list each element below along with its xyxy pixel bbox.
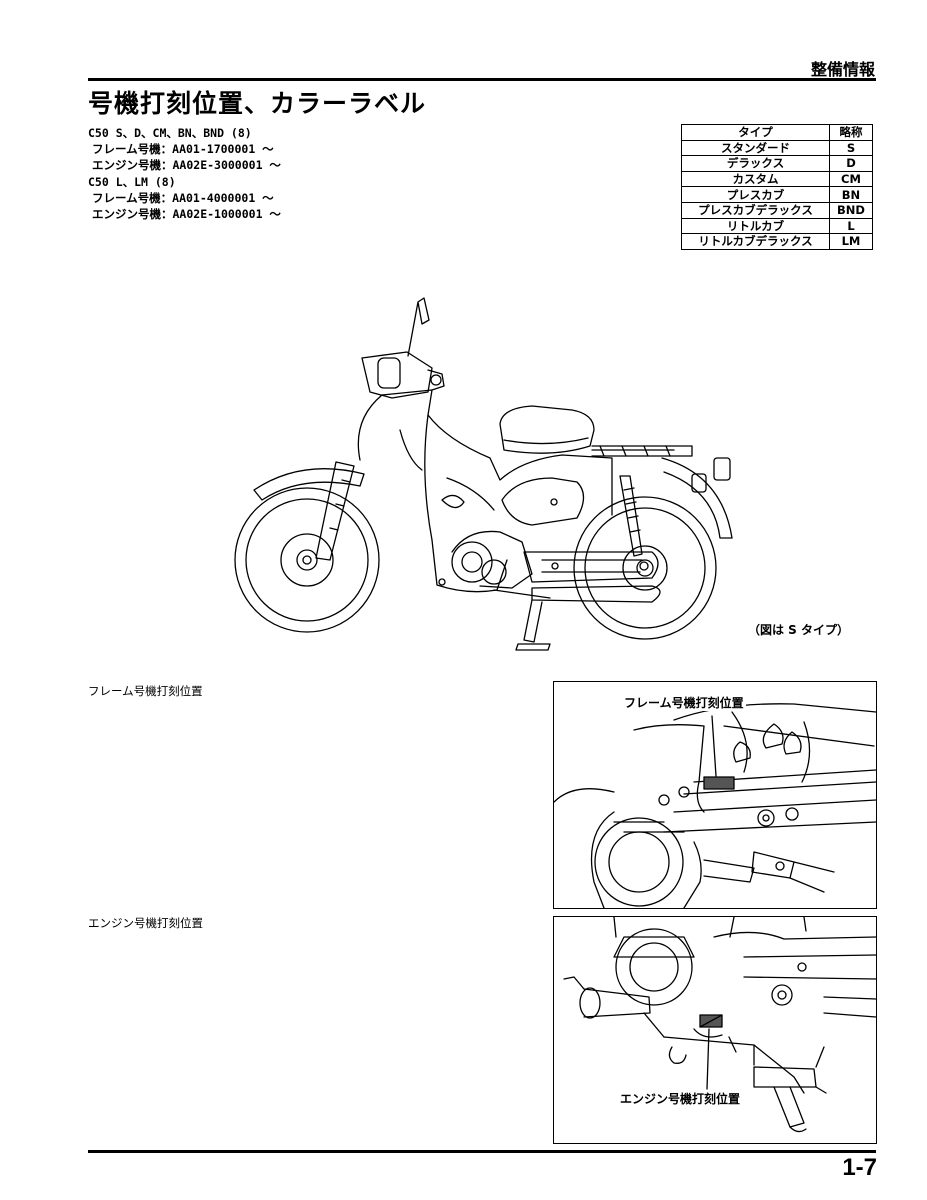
engine-number-callout: エンジン号機打刻位置 bbox=[618, 1090, 743, 1107]
type-name: デラックス bbox=[681, 155, 830, 172]
type-name: スタンダード bbox=[681, 139, 830, 157]
table-header-abbr: 略称 bbox=[829, 124, 873, 141]
frame-number-figure: フレーム号機打刻位置 bbox=[553, 681, 877, 909]
footer-rule bbox=[88, 1150, 876, 1153]
type-name: リトルカブデラックス bbox=[681, 233, 830, 250]
type-name: プレスカブ bbox=[681, 186, 830, 203]
type-name: プレスカブデラックス bbox=[681, 201, 830, 219]
group2-frame-number: フレーム号機：AA01-4000001 ～ bbox=[92, 190, 274, 205]
frame-number-location-label: フレーム号機打刻位置 bbox=[88, 684, 203, 698]
group1-engine-number: エンジン号機：AA02E-3000001 ～ bbox=[92, 158, 281, 173]
type-abbr: L bbox=[829, 217, 873, 235]
type-name: リトルカブ bbox=[681, 217, 830, 235]
type-abbr: LM bbox=[829, 233, 873, 250]
type-abbr: BN bbox=[829, 186, 873, 203]
page-title: 号機打刻位置、カラーラベル bbox=[88, 89, 427, 118]
header-rule bbox=[88, 78, 876, 81]
serial-number-specs: C50 S、D、CM、BN、BND (8) フレーム号機：AA01-170000… bbox=[88, 125, 281, 222]
table-header-type: タイプ bbox=[681, 124, 830, 141]
frame-number-callout: フレーム号機打刻位置 bbox=[622, 694, 746, 711]
group1-models: C50 S、D、CM、BN、BND (8) bbox=[88, 126, 252, 140]
type-abbr: BND bbox=[829, 201, 873, 219]
group1-frame-number: フレーム号機：AA01-1700001 ～ bbox=[92, 142, 274, 157]
group2-engine-number: エンジン号機：AA02E-1000001 ～ bbox=[92, 207, 281, 222]
frame-detail-drawing bbox=[554, 703, 876, 908]
type-abbr: D bbox=[829, 155, 873, 172]
engine-number-location-label: エンジン号機打刻位置 bbox=[88, 916, 203, 930]
engine-detail-drawing bbox=[563, 917, 876, 1133]
table-header-row: タイプ 略称 bbox=[681, 124, 873, 141]
motorcycle-illustration bbox=[234, 297, 733, 651]
type-abbr: S bbox=[829, 139, 873, 157]
type-name: カスタム bbox=[681, 170, 830, 188]
page-number: 1-7 bbox=[842, 1154, 877, 1181]
group2-models: C50 L、LM (8) bbox=[88, 174, 176, 189]
figure-caption: （図は S タイプ） bbox=[748, 623, 849, 637]
type-abbr: CM bbox=[829, 170, 873, 188]
engine-number-figure: エンジン号機打刻位置 bbox=[553, 916, 877, 1144]
section-label: 整備情報 bbox=[810, 60, 875, 79]
